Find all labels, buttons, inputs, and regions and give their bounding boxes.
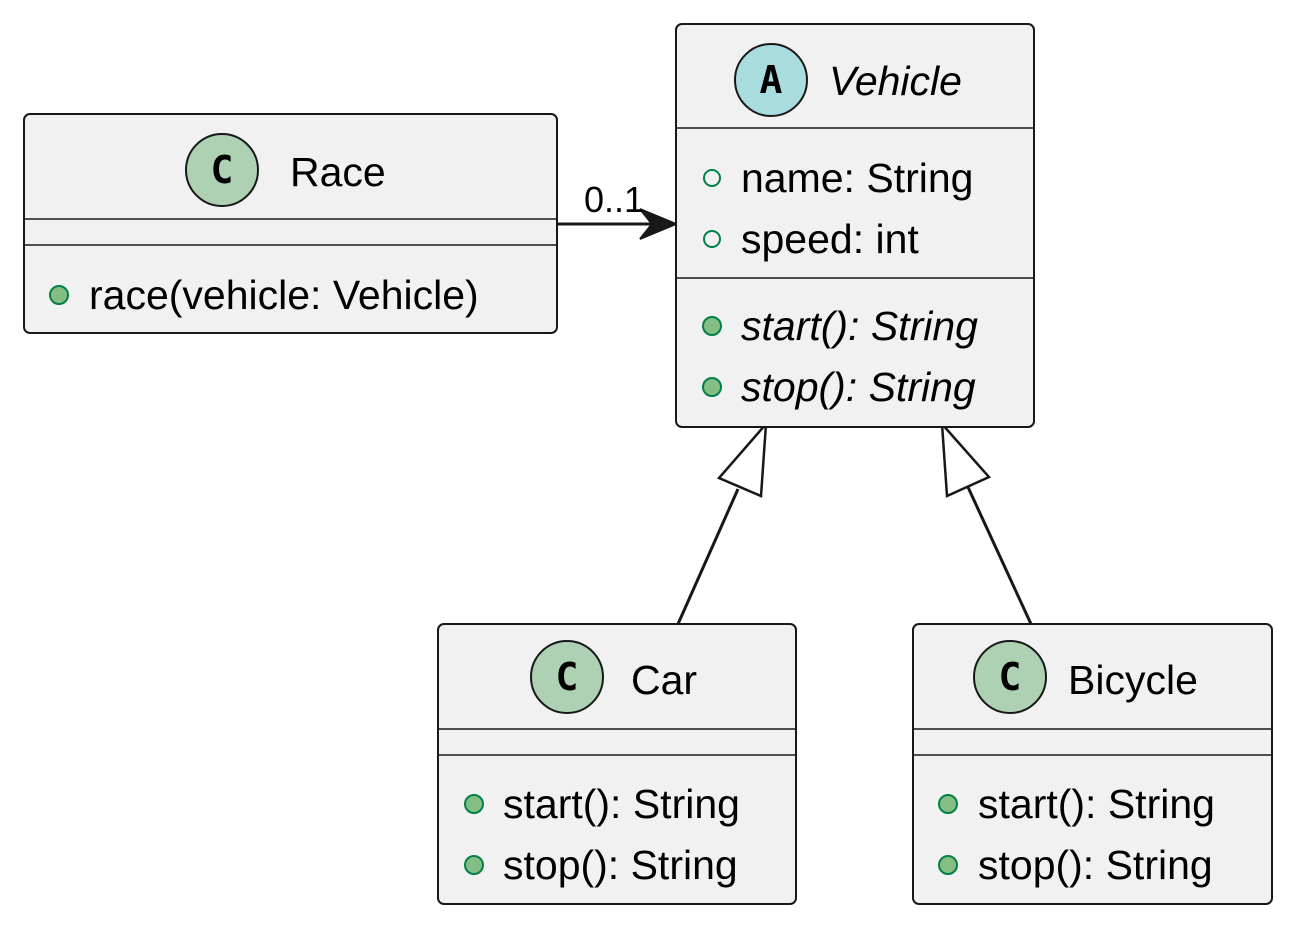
association-race-vehicle: 0..1 bbox=[557, 179, 679, 240]
method-label: start(): String bbox=[978, 781, 1215, 827]
method-label: race(vehicle: Vehicle) bbox=[89, 272, 479, 318]
class-bicycle[interactable]: C Bicycle start(): String stop(): String bbox=[912, 623, 1273, 905]
public-method-icon bbox=[702, 316, 722, 336]
public-method-icon bbox=[464, 794, 484, 814]
stereotype-letter: A bbox=[760, 58, 783, 102]
class-box bbox=[437, 623, 797, 905]
class-box bbox=[23, 113, 558, 334]
class-stereotype-icon bbox=[185, 133, 259, 207]
class-stereotype-icon bbox=[530, 640, 604, 714]
class-vehicle[interactable]: A Vehicle name: String speed: int start(… bbox=[675, 23, 1035, 428]
class-name: Race bbox=[290, 149, 386, 195]
stereotype-letter: C bbox=[211, 148, 234, 192]
abstract-stereotype-icon bbox=[734, 43, 808, 117]
method-label: stop(): String bbox=[978, 842, 1213, 888]
inheritance-bicycle-vehicle bbox=[940, 420, 1033, 625]
method-label: stop(): String bbox=[503, 842, 738, 888]
association-arrow-head bbox=[639, 208, 679, 240]
inheritance-car-vehicle bbox=[676, 420, 768, 625]
public-method-icon bbox=[938, 855, 958, 875]
public-method-icon bbox=[49, 285, 69, 305]
public-method-icon bbox=[938, 794, 958, 814]
class-name: Vehicle bbox=[829, 58, 962, 104]
method-label: stop(): String bbox=[741, 364, 976, 410]
class-car[interactable]: C Car start(): String stop(): String bbox=[437, 623, 797, 905]
inheritance-arrow-head bbox=[940, 420, 992, 498]
field-label: speed: int bbox=[741, 216, 919, 262]
class-race[interactable]: C Race race(vehicle: Vehicle) bbox=[23, 113, 558, 334]
inheritance-line bbox=[965, 484, 1033, 625]
class-stereotype-icon bbox=[973, 640, 1047, 714]
method-label: start(): String bbox=[741, 303, 978, 349]
public-method-icon bbox=[464, 855, 484, 875]
stereotype-letter: C bbox=[556, 655, 579, 699]
public-field-icon bbox=[703, 230, 721, 248]
class-name: Car bbox=[631, 657, 697, 703]
class-name: Bicycle bbox=[1068, 657, 1198, 703]
method-label: start(): String bbox=[503, 781, 740, 827]
inheritance-line bbox=[676, 488, 740, 625]
class-box bbox=[675, 23, 1035, 428]
public-field-icon bbox=[703, 169, 721, 187]
inheritance-arrow-head bbox=[716, 420, 768, 498]
public-method-icon bbox=[702, 377, 722, 397]
multiplicity-label: 0..1 bbox=[584, 179, 644, 220]
field-label: name: String bbox=[741, 155, 973, 201]
stereotype-letter: C bbox=[999, 655, 1022, 699]
